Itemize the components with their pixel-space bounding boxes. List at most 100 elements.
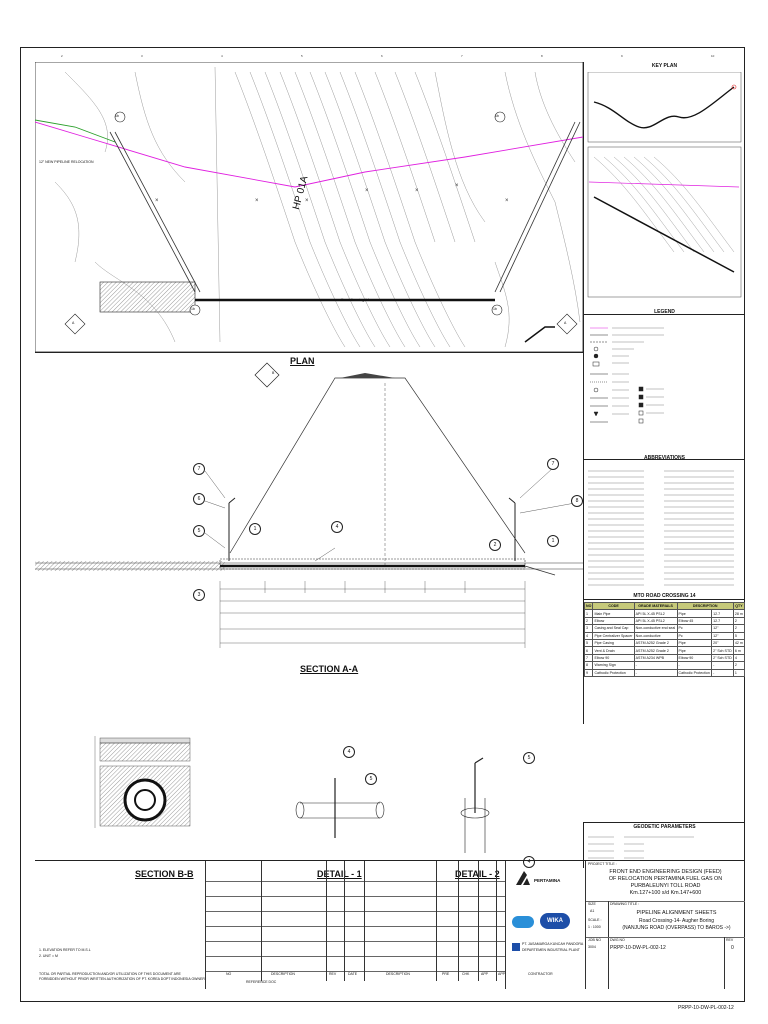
crossing-cell: 9: [583, 668, 594, 677]
logo-blue-icon: [512, 916, 534, 928]
crossing-cell: Elbow: [592, 616, 635, 626]
crossing-cell: Pipe: [676, 646, 713, 655]
crossing-cell: 2" Sch STD: [711, 646, 734, 655]
crossing-header-qty: QTY: [732, 601, 746, 611]
detail1-bubble-5: 5: [365, 773, 377, 785]
crossing-cell: Non-conductive end seal: [633, 624, 678, 633]
title-block: NO DESCRIPTION REV DATE DESCRIPTION PRE …: [35, 860, 745, 989]
svg-text:4: 4: [221, 54, 223, 58]
key-plan-panel: KEY PLAN: [583, 62, 745, 315]
details-area: 4 5 5 4 SECTION B-B DETAIL - 1 DETAIL - …: [35, 678, 583, 879]
reference-docs-table: NO DESCRIPTION REV DATE DESCRIPTION PRE …: [205, 861, 506, 989]
key-plan-map: [587, 72, 742, 298]
geodetic-title: GEODETIC PARAMETERS: [633, 824, 696, 830]
size-label: SIZE: [588, 902, 596, 906]
crossing-cell: 1: [732, 668, 746, 677]
crossing-header-code: CODE: [592, 601, 635, 611]
crossing-cell: 5: [732, 631, 746, 640]
crossing-cell: 12": [711, 631, 734, 640]
svg-text:×: ×: [155, 198, 159, 204]
scale-label: SCALE :: [588, 918, 602, 922]
legend-title: LEGEND: [654, 309, 675, 315]
section-aa-bubble-8: 8: [571, 495, 583, 507]
ref-header-description: DESCRIPTION: [271, 972, 295, 976]
geodetic-rows: [588, 836, 694, 859]
svg-text:5: 5: [301, 54, 303, 58]
geodetic-panel: GEODETIC PARAMETERS: [583, 822, 745, 868]
drawing-line3: (NANJUNG ROAD (OVERPASS) TO BAROS ->): [622, 925, 731, 931]
crossing-cell: Cathodic Protection: [676, 668, 713, 677]
ref-header-app: APP: [481, 972, 489, 976]
drawing-line1: PIPELINE ALIGNMENT SHEETS: [636, 910, 717, 916]
svg-text:×: ×: [455, 183, 459, 189]
section-aa-drawing: [35, 362, 583, 648]
crossing-table: NO CODE GRADE MATERIALS DESCRIPTION QTY …: [583, 601, 746, 677]
svg-text:6: 6: [381, 54, 383, 58]
mto-crossing-panel: MTO ROAD CROSSING 14 NO CODE GRADE MATER…: [583, 593, 746, 724]
dwg-label: DWG NO: [610, 938, 625, 942]
crossing-header-grade: GRADE MATERIALS: [633, 601, 678, 611]
crossing-cell: 2: [732, 661, 746, 670]
abbreviations-panel: ABBREVIATIONS: [583, 455, 745, 600]
crossing-cell: Warning Sign: [592, 661, 635, 670]
legend-panel: LEGEND: [583, 309, 745, 460]
crossing-cell: Non-conductive: [633, 631, 678, 640]
job-label: JOB NO: [588, 938, 602, 942]
crossing-cell: -: [633, 661, 678, 670]
rev-label: REV: [726, 938, 734, 942]
consultant-name: PT. JASAMARGA KUNCAH PANDORA: [522, 942, 584, 946]
crossing-cell: 20": [711, 638, 734, 648]
crossing-cell: 2: [732, 616, 746, 626]
crossing-cell: Pc: [676, 624, 713, 633]
crossing-cell: 7: [583, 653, 594, 663]
crossing-cell: Elbow 90: [592, 653, 635, 663]
project-title-label: PROJECT TITLE :: [588, 862, 617, 866]
legend-symbols: [590, 327, 664, 424]
svg-text:3: 3: [141, 54, 143, 58]
crossing-cell: Vent & Drain: [592, 646, 635, 655]
crossing-cell: API 5L X-45 PSL2: [633, 609, 678, 618]
job-number: 3004: [588, 945, 596, 949]
drawing-line2: Road Crossing-14- Augher Boring: [638, 918, 715, 924]
plan-callout-1b-right: 1b: [495, 114, 499, 118]
rev-value: 0: [731, 945, 734, 951]
svg-text:2: 2: [61, 54, 63, 58]
crossing-cell: Casing and Seal Cap: [592, 624, 635, 633]
section-aa-bubble-6-left: 6: [193, 493, 205, 505]
svg-text:×: ×: [305, 198, 309, 204]
svg-text:×: ×: [505, 198, 509, 204]
details-drawing: [94, 736, 490, 853]
section-aa-bubble-2: 2: [489, 539, 501, 551]
ref-header-chk: CHK: [462, 972, 470, 976]
dwg-number: PRPP-10-DW-PL-002-12: [610, 945, 666, 951]
crossing-cell: Elbow 90: [676, 653, 713, 663]
detail2-bubble-4: 4: [523, 856, 535, 868]
crossing-cell: API 5L X-45 PSL2: [633, 616, 678, 626]
consultant-logo-icon: [512, 943, 520, 951]
crossing-cell: 1: [583, 609, 594, 618]
detail1-bubble-4: 4: [343, 746, 355, 758]
section-aa-bubble-3: 3: [193, 589, 205, 601]
crossing-cell: ASTM A234 WPB: [633, 653, 678, 663]
plan-caption: PLAN: [290, 356, 315, 366]
crossing-header-no: NO: [583, 601, 594, 611]
title-text-area: PROJECT TITLE : FRONT END ENGINEERING DE…: [585, 861, 745, 989]
crossing-cell: Cathodic Protection: [592, 668, 635, 677]
crossing-cell: Main Pipe: [592, 609, 635, 618]
plan-drawing: ×××× ×××: [35, 62, 583, 352]
crossing-cell: 4: [732, 653, 746, 663]
plan-road-label: Road Crossing 14: [341, 298, 370, 302]
detail2-bubble-5: 5: [523, 752, 535, 764]
contractor-label: CONTRACTOR: [528, 972, 553, 976]
note-1: 1. ELEVATION REFER TO M.S.L: [39, 948, 91, 952]
plan-callout-1b-left: 1b: [115, 114, 119, 118]
disclaimer-line1: TOTAL OR PARTIAL REPRODUCTION AND/OR UTI…: [39, 972, 181, 976]
plan-callout-1b-bottom-right: 1b: [493, 307, 497, 311]
detail1-caption: DETAIL - 1: [317, 869, 362, 879]
